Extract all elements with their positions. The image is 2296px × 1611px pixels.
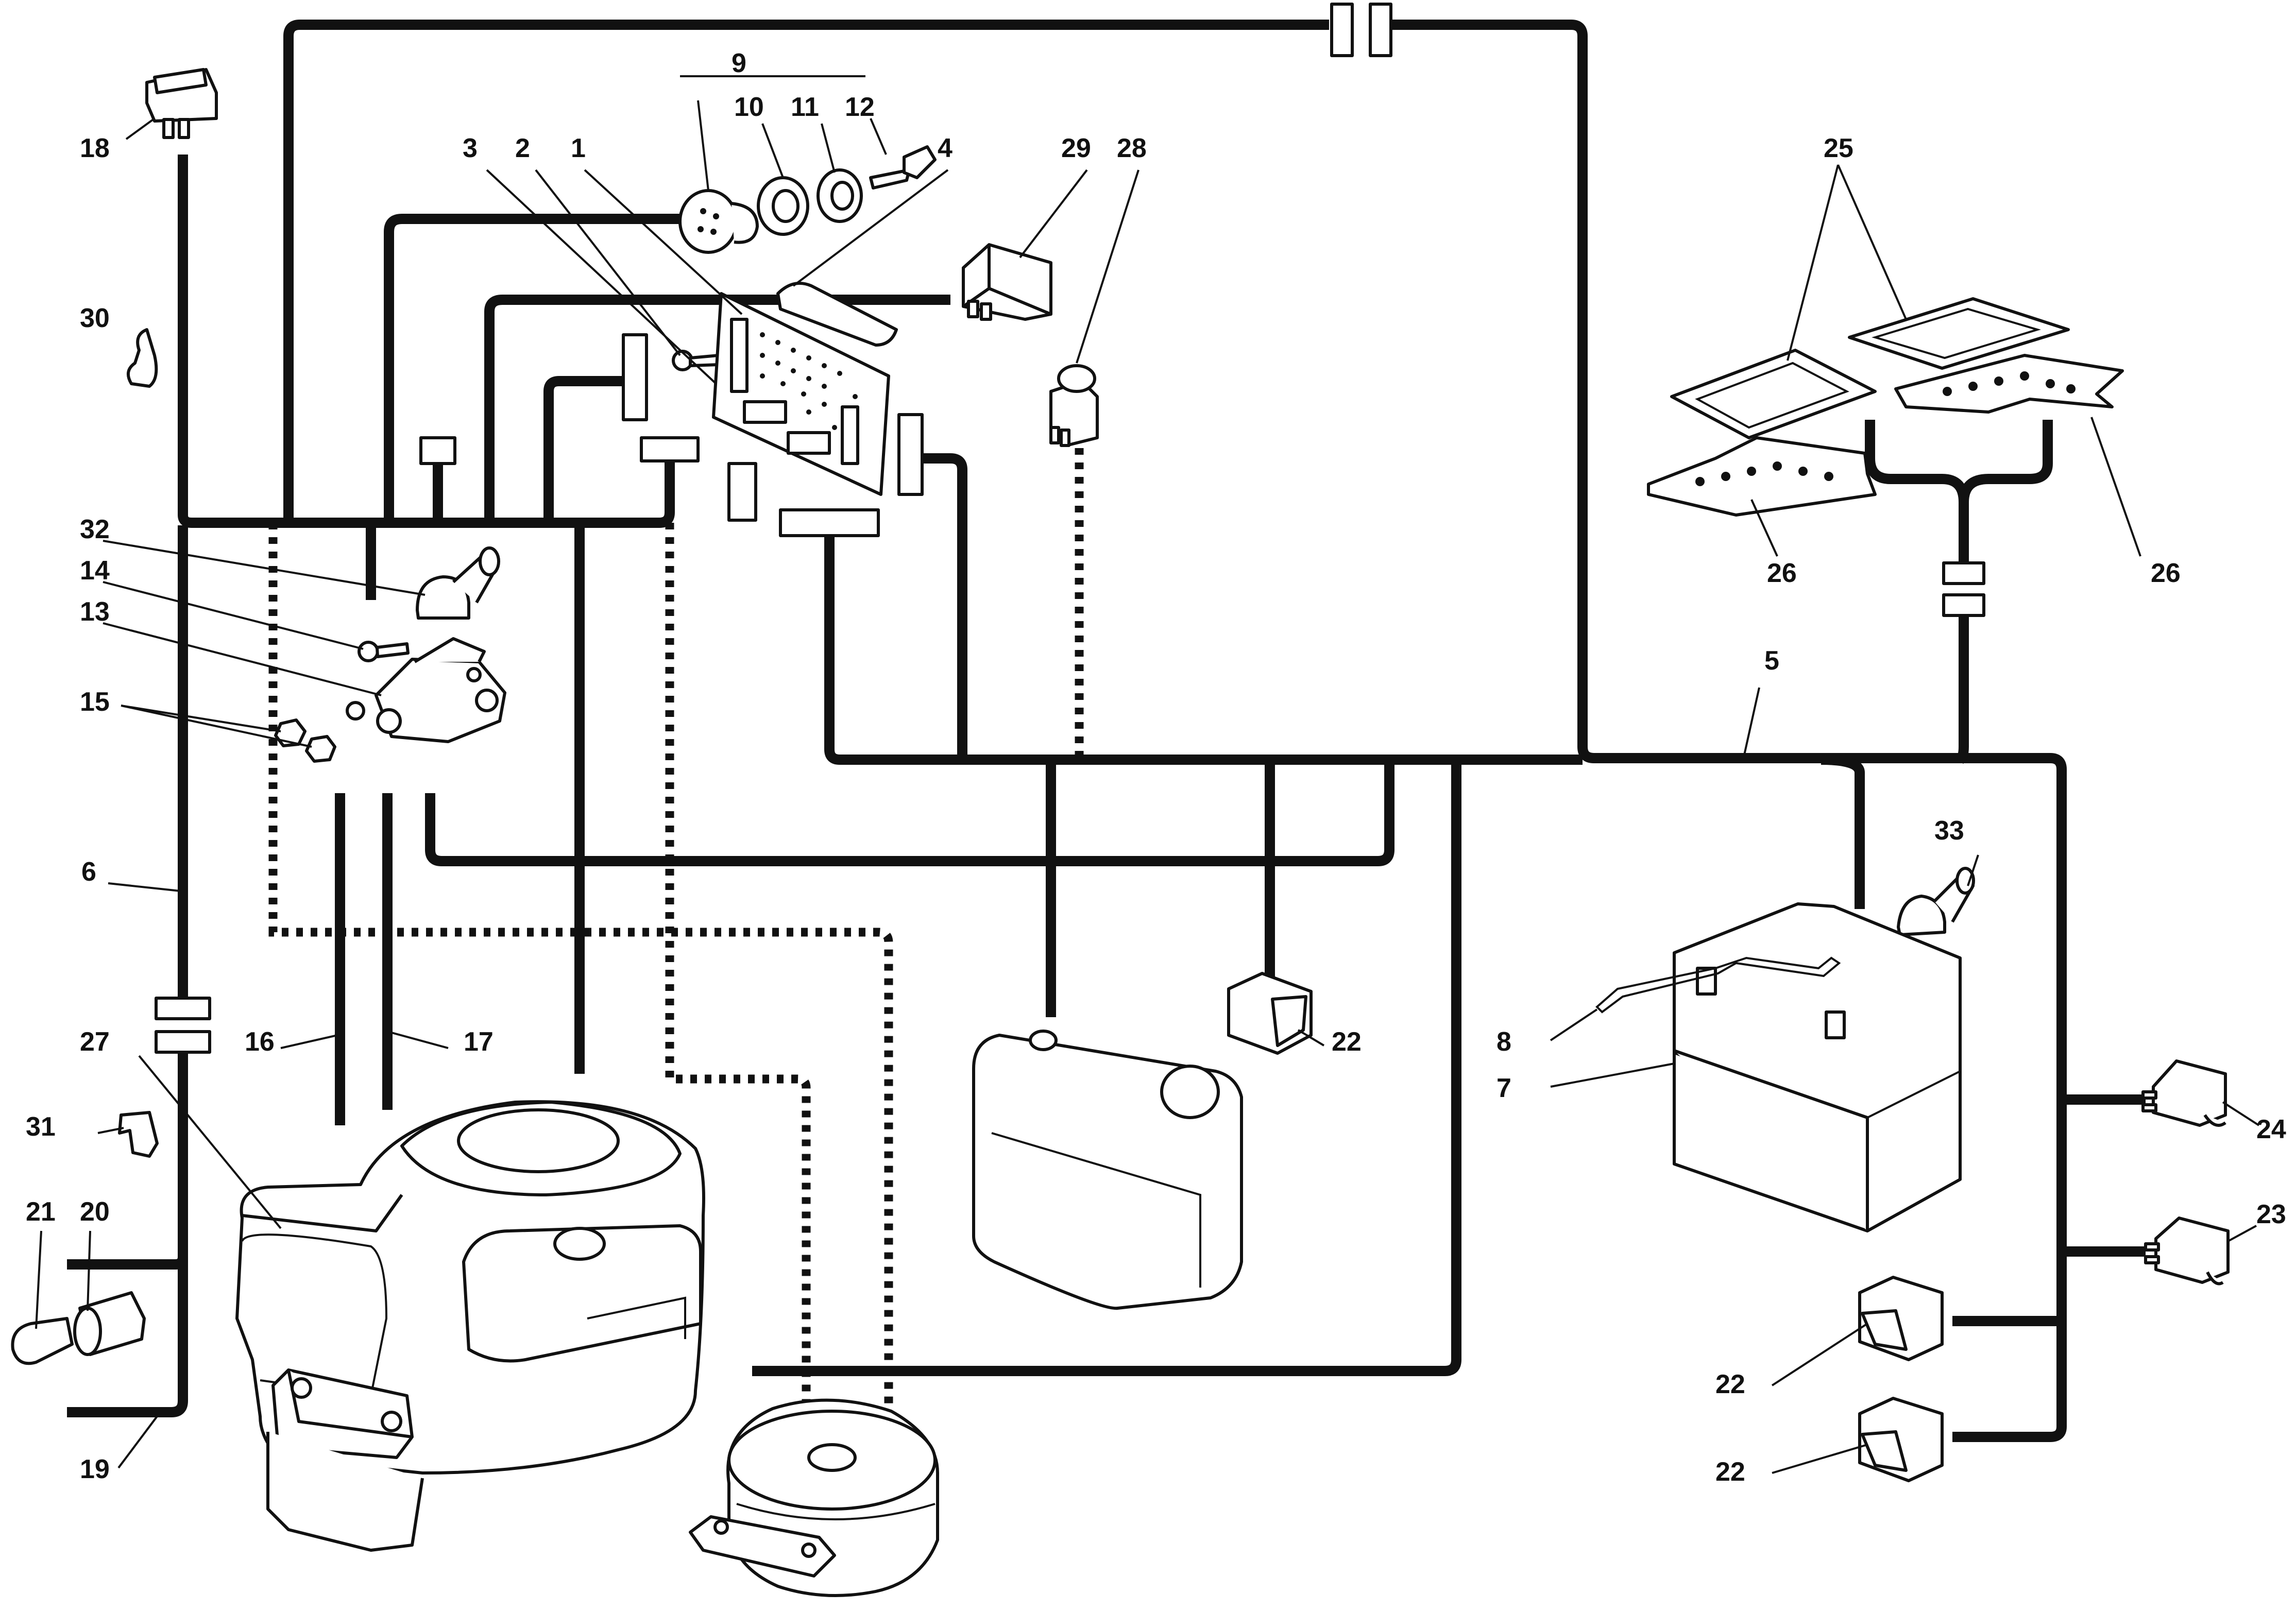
callout-27: 27 — [80, 1027, 110, 1057]
callout-4: 4 — [938, 133, 953, 163]
engine — [235, 1100, 705, 1552]
callout-3: 3 — [463, 133, 478, 163]
callout-22-a: 22 — [1332, 1027, 1362, 1057]
callout-14: 14 — [80, 556, 110, 586]
callout-29: 29 — [1061, 133, 1091, 163]
connector-panel-b — [1942, 593, 1985, 617]
board-connector-right — [897, 413, 924, 496]
callout-12: 12 — [845, 92, 875, 122]
terminal-cap-32 — [416, 546, 500, 620]
wire-battery-drop — [1821, 755, 1865, 909]
terminal-cap-33 — [1897, 867, 1975, 936]
connector-left-a — [155, 997, 211, 1020]
clutch-pulley — [689, 1398, 939, 1597]
clip-31 — [118, 1111, 159, 1158]
callout-20: 20 — [80, 1197, 110, 1227]
bulb-socket-20 — [73, 1291, 146, 1356]
wire-dashed-middle — [665, 523, 811, 1411]
callout-31: 31 — [26, 1112, 56, 1142]
switch-22-b — [1858, 1276, 1944, 1361]
callout-5: 5 — [1764, 646, 1779, 676]
wiring-harness — [67, 3, 2146, 1442]
ignition-ring-11 — [817, 168, 863, 223]
callout-1: 1 — [571, 133, 586, 163]
callout-32: 32 — [80, 515, 110, 544]
wire-ignition-branch — [384, 214, 680, 523]
relay-29 — [962, 243, 1052, 321]
callout-19: 19 — [80, 1454, 110, 1484]
callout-16: 16 — [245, 1027, 275, 1057]
wire-left-lower — [67, 1051, 188, 1417]
solenoid-13 — [346, 637, 506, 743]
callout-17: 17 — [464, 1027, 494, 1057]
callout-28: 28 — [1117, 133, 1147, 163]
callout-labels: 9 10 11 12 3 2 1 4 29 28 25 26 26 5 33 8… — [26, 48, 2286, 1487]
callout-10: 10 — [734, 92, 764, 122]
callout-23: 23 — [2256, 1199, 2286, 1229]
ignition-nut-10 — [757, 176, 809, 236]
circuit-board-1 — [712, 292, 890, 496]
label-strip-4 — [776, 282, 898, 347]
fuse-holder-wide — [640, 436, 700, 462]
wire-right-connector — [922, 453, 967, 760]
clip-30 — [126, 328, 158, 388]
connector-24 — [2141, 1059, 2227, 1127]
connector-panel-a — [1942, 561, 1985, 585]
screw-14 — [358, 641, 410, 662]
connector-top-b — [1369, 3, 1392, 57]
fuse-holder — [419, 436, 456, 465]
wire-relay-branch — [543, 376, 623, 523]
board-connector-bottom — [779, 508, 880, 537]
ignition-key-12 — [869, 145, 937, 190]
relay-3 — [727, 462, 757, 522]
components — [11, 68, 2230, 1597]
wire-board-down — [824, 536, 1583, 765]
callout-21: 21 — [26, 1197, 56, 1227]
sensor-28 — [1049, 364, 1099, 447]
callout-26-left: 26 — [1767, 558, 1797, 588]
battery-strap-8 — [1595, 956, 1841, 1014]
callout-24: 24 — [2256, 1115, 2286, 1144]
rocker-switch-18 — [145, 68, 218, 139]
relay-connector — [622, 333, 648, 421]
wire-left-branch — [67, 1256, 188, 1270]
bulb-21 — [11, 1317, 74, 1365]
wire-board-branch — [484, 295, 950, 523]
callout-22-b: 22 — [1715, 1369, 1745, 1399]
callout-25: 25 — [1824, 133, 1853, 163]
callout-18: 18 — [80, 133, 110, 163]
callout-15: 15 — [80, 687, 110, 717]
callout-7: 7 — [1496, 1073, 1511, 1103]
callout-22-c: 22 — [1715, 1457, 1745, 1487]
panel-set-25-26 — [1647, 297, 2124, 517]
callout-9: 9 — [732, 48, 746, 78]
wire-starter-lower — [425, 760, 1394, 866]
connector-23 — [2144, 1216, 2230, 1286]
switch-22-c — [1858, 1397, 1944, 1482]
callout-30: 30 — [80, 303, 110, 333]
wire-panel-split — [1865, 420, 2053, 569]
callout-8: 8 — [1496, 1027, 1511, 1057]
connector-left-b — [155, 1030, 211, 1054]
wire-mid-drop — [752, 760, 1461, 1376]
battery-7 — [1673, 902, 1962, 1232]
callout-26-right: 26 — [2151, 558, 2181, 588]
callout-13: 13 — [80, 597, 110, 627]
callout-11: 11 — [791, 92, 819, 122]
callout-33: 33 — [1934, 816, 1964, 846]
connector-top-a — [1330, 3, 1354, 57]
wire-dashed-left — [268, 523, 893, 1411]
fuel-tank — [972, 1030, 1243, 1310]
callout-2: 2 — [515, 133, 530, 163]
ignition-switch-9 — [678, 189, 759, 254]
switch-22-a — [1227, 972, 1313, 1055]
wire-panel-drop — [1957, 600, 1969, 764]
callout-6: 6 — [81, 857, 96, 887]
leader-lines — [35, 75, 2260, 1474]
wire-main-trunk — [178, 155, 675, 528]
